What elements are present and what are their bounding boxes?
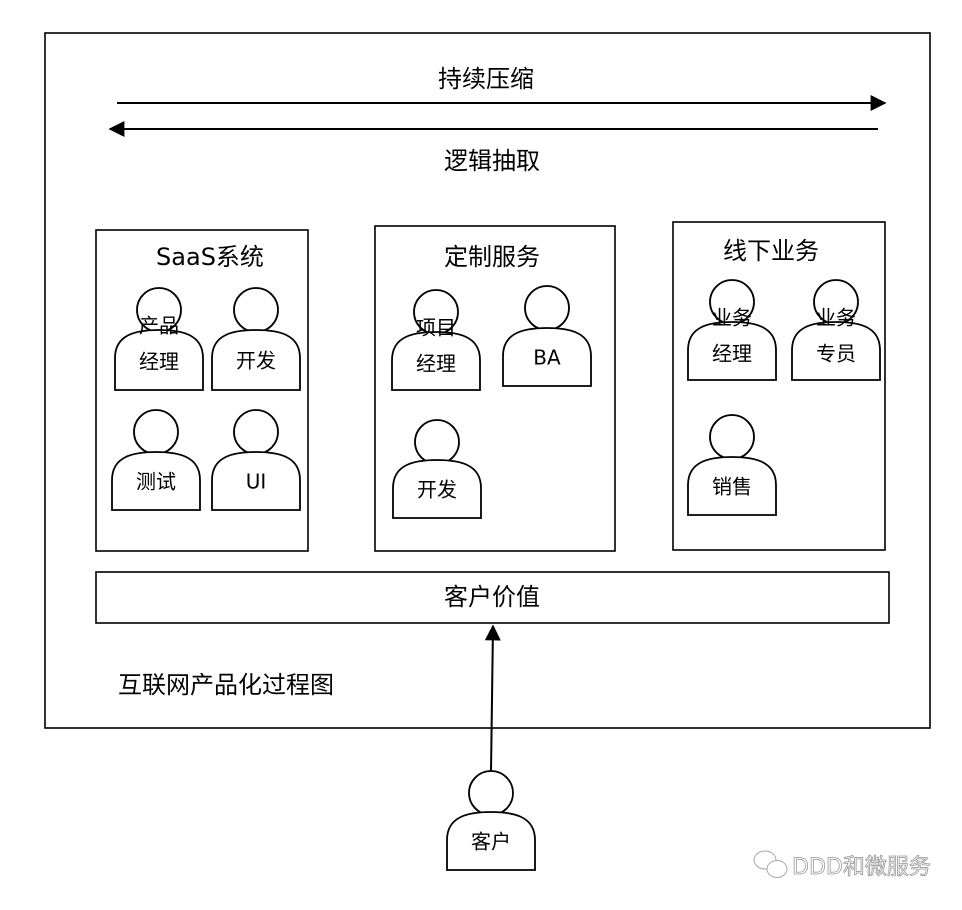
person-2-2: 销售 [687,414,777,516]
group-title-saas: SaaS系统 [156,243,264,271]
person-label: 业务 [712,306,752,330]
person-label: 经理 [712,342,752,366]
person-label: 销售 [712,475,752,499]
person-body-icon [111,451,201,511]
person-label: 测试 [136,470,176,494]
person-body-icon [687,456,777,516]
customer-value-box [95,571,890,624]
person-head-icon [233,409,279,455]
customer-value-label: 客户价值 [444,583,540,611]
person-head-icon [233,287,279,333]
person-body-icon [211,329,301,391]
person-body-icon [114,329,204,391]
person-label: 项目 [416,316,456,340]
extract-label: 逻辑抽取 [444,147,540,175]
person-body-icon [502,327,592,387]
person-body-icon [391,331,481,391]
person-0-3: UI [211,409,301,511]
customer-arrow [484,624,501,773]
compress-label: 持续压缩 [438,65,534,93]
person-1-2: 开发 [392,419,482,519]
person-label: 经理 [139,350,179,374]
group-title-offline: 线下业务 [723,237,819,265]
wechat-icon [753,850,788,878]
person-label: 产品 [139,314,179,338]
person-body-icon [791,321,881,381]
person-1-1: BA [502,285,592,387]
person-0-2: 测试 [111,409,201,511]
person-label: UI [246,470,267,494]
person-label: 专员 [816,342,856,366]
person-body-icon [446,811,536,871]
person-label: 开发 [236,349,276,373]
person-customer: 客户 [446,770,536,871]
diagram-caption: 互联网产品化过程图 [118,671,334,699]
person-0-1: 开发 [211,287,301,391]
person-head-icon [468,770,514,816]
person-label: 客户 [471,830,511,854]
person-head-icon [709,414,755,460]
person-body-icon [211,451,301,511]
person-body-icon [687,321,777,381]
person-head-icon [524,285,570,331]
person-label: 经理 [416,352,456,376]
person-head-icon [414,419,460,465]
person-label: BA [533,346,561,370]
watermark-text: DDD和微服务 [792,855,931,880]
person-body-icon [392,459,482,519]
group-title-custom: 定制服务 [444,243,540,271]
person-head-icon [133,409,179,455]
person-label: 业务 [816,306,856,330]
person-label: 开发 [417,478,457,502]
